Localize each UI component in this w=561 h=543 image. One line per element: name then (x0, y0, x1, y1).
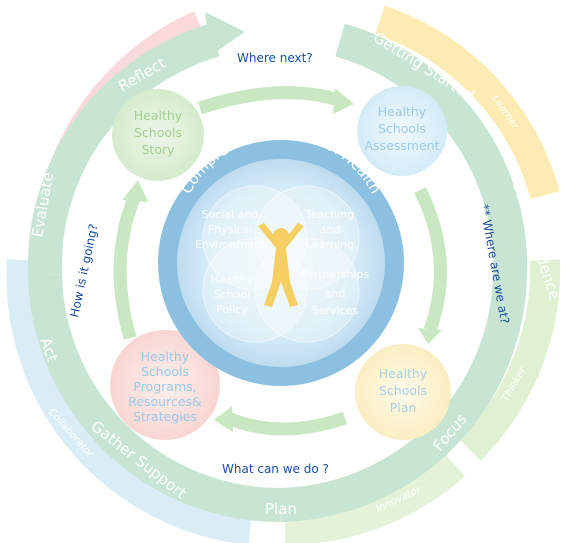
plan-line-1: Healthy (379, 366, 428, 381)
question-how-is-it-going: How is it going? (67, 223, 100, 319)
arrow-programs-to-story (113, 193, 142, 340)
node-healthy-schools-story: Healthy Schools Story (112, 89, 204, 181)
quadrant-social-line-3: Environment (195, 238, 266, 251)
quadrant-teaching-line-2: and (320, 223, 341, 236)
quadrant-social-line-1: Social and (202, 208, 259, 221)
assessment-line-3: Assessment (365, 138, 440, 153)
inner-cycle-arrowheads (122, 88, 442, 432)
programs-line-1: Healthy (141, 349, 190, 364)
question-where-next: Where next? (237, 51, 313, 65)
story-line-3: Story (141, 142, 175, 157)
node-healthy-schools-programs: Healthy Schools Programs, Resources& Str… (110, 330, 220, 440)
ring-label-plan: Plan (265, 500, 297, 518)
node-healthy-schools-plan: Healthy Schools Plan (355, 344, 451, 440)
center-comprehensive-school-health: Comprehensive School Health Social and P… (158, 124, 404, 386)
outer-cycle-ring (27, 12, 528, 522)
quadrant-partnerships-line-2: and (325, 287, 346, 300)
plan-line-2: Schools (379, 383, 427, 398)
programs-line-2: Schools (141, 364, 189, 379)
story-line-1: Healthy (134, 108, 183, 123)
inner-cycle-arrows (113, 86, 447, 436)
programs-line-5: Strategies (133, 409, 197, 424)
arrow-plan-to-programs (225, 411, 348, 436)
story-line-2: Schools (134, 125, 182, 140)
assessment-line-1: Healthy (378, 104, 427, 119)
node-healthy-schools-assessment: Healthy Schools Assessment (357, 86, 447, 176)
quadrant-policy-line-3: Policy (216, 303, 248, 316)
quadrant-teaching-line-1: Teaching (305, 208, 354, 221)
child-figure-icon (258, 223, 304, 307)
programs-line-3: Programs, (133, 379, 196, 394)
quadrant-policy-line-2: School (214, 288, 251, 301)
assessment-line-2: Schools (378, 121, 426, 136)
outer-arrow-head-top (205, 12, 245, 56)
programs-line-4: Resources& (128, 394, 202, 409)
quadrant-partnerships-line-1: Partnerships (301, 268, 370, 281)
quadrant-teaching-line-3: Learning (306, 238, 354, 251)
quadrant-partnerships-line-3: Services (312, 304, 359, 317)
quadrant-social-line-2: Physical (208, 223, 253, 236)
arrow-story-to-assessment (197, 86, 340, 115)
question-what-can-we-do: What can we do ? (222, 462, 329, 476)
quadrant-policy-line-1: Healthy (211, 273, 254, 286)
arrow-assessment-to-plan (414, 187, 447, 333)
plan-line-3: Plan (390, 400, 417, 415)
